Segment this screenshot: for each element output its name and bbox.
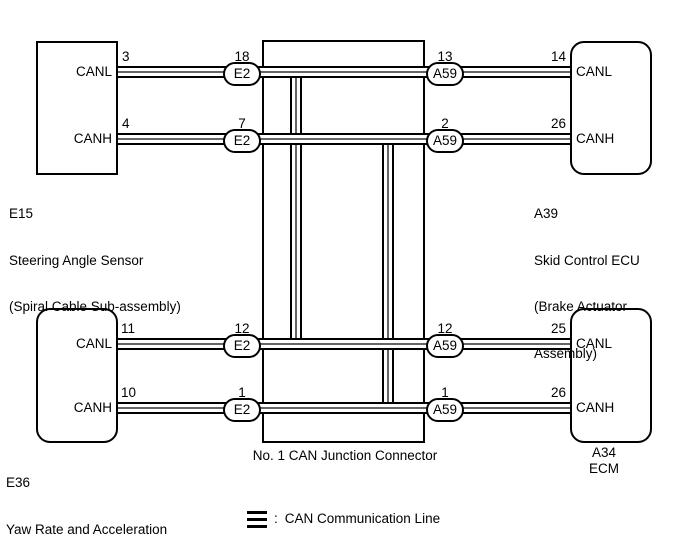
pin-e15-canh: 4 bbox=[122, 116, 130, 131]
legend-separator: : bbox=[274, 511, 278, 526]
connector-label: E2 bbox=[233, 402, 251, 418]
can-wire-canl-bottom bbox=[118, 338, 570, 350]
a39-caption: A39 Skid Control ECU (Brake Actuator Ass… bbox=[534, 175, 640, 392]
pin-e15-canl: 3 bbox=[122, 49, 130, 64]
connector-e2-canh-top: E2 bbox=[223, 129, 261, 153]
can-wire-canl-top bbox=[118, 66, 570, 78]
connector-label: A59 bbox=[432, 66, 458, 82]
a39-desc-line1: Skid Control ECU bbox=[534, 252, 640, 268]
connector-label: A59 bbox=[432, 133, 458, 149]
connector-label: E2 bbox=[233, 338, 251, 354]
connector-e2-canl-bottom: E2 bbox=[223, 334, 261, 358]
can-branch-canl bbox=[290, 72, 302, 344]
e15-canh-label: CANH bbox=[73, 131, 112, 146]
pin-a59-12: 12 bbox=[437, 321, 453, 336]
pin-a34-canh: 26 bbox=[550, 385, 566, 400]
e36-canh-label: CANH bbox=[73, 400, 112, 415]
pin-e2-12: 12 bbox=[234, 321, 250, 336]
pin-a39-canh: 26 bbox=[550, 116, 566, 131]
legend: : CAN Communication Line bbox=[247, 510, 440, 528]
a34-ecm-box bbox=[570, 308, 652, 443]
pin-e2-18: 18 bbox=[234, 49, 250, 64]
connector-label: A59 bbox=[432, 338, 458, 354]
pin-a34-canl: 25 bbox=[550, 321, 566, 336]
a39-skid-control-ecu-box bbox=[570, 41, 652, 175]
e15-canl-label: CANL bbox=[75, 64, 112, 79]
a34-canh-label: CANH bbox=[576, 400, 615, 415]
e36-code: E36 bbox=[6, 475, 31, 490]
pin-a59-2: 2 bbox=[441, 116, 449, 131]
a34-desc-line1: ECM bbox=[589, 460, 619, 476]
legend-label: CAN Communication Line bbox=[284, 511, 441, 526]
connector-e2-canl-top: E2 bbox=[223, 62, 261, 86]
connector-label: A59 bbox=[432, 402, 458, 418]
e15-steering-angle-sensor-box bbox=[36, 41, 118, 175]
connector-a59-canh-bottom: A59 bbox=[426, 398, 464, 422]
can-junction-connector-box bbox=[262, 40, 425, 443]
pin-e36-canl: 11 bbox=[121, 321, 136, 336]
a39-code: A39 bbox=[534, 206, 559, 221]
e15-caption: E15 Steering Angle Sensor (Spiral Cable … bbox=[9, 175, 181, 346]
pin-e36-canh: 10 bbox=[121, 385, 137, 400]
a39-canl-label: CANL bbox=[576, 64, 613, 79]
pin-e2-1: 1 bbox=[238, 385, 246, 400]
junction-connector-caption: No. 1 CAN Junction Connector bbox=[252, 448, 438, 463]
a34-canl-label: CANL bbox=[576, 336, 613, 351]
connector-a59-canh-top: A59 bbox=[426, 129, 464, 153]
a34-code: A34 bbox=[591, 445, 617, 460]
a39-desc-line3: Assembly) bbox=[534, 345, 598, 361]
e15-desc-line2: (Spiral Cable Sub-assembly) bbox=[9, 299, 181, 314]
connector-a59-canl-top: A59 bbox=[426, 62, 464, 86]
connector-a59-canl-bottom: A59 bbox=[426, 334, 464, 358]
pin-a39-canl: 14 bbox=[550, 49, 566, 64]
can-line-icon bbox=[247, 511, 267, 528]
a34-caption: A34 ECM bbox=[563, 445, 645, 476]
pin-a59-1: 1 bbox=[441, 385, 449, 400]
e36-yaw-rate-sensor-box bbox=[36, 308, 118, 443]
connector-e2-canh-bottom: E2 bbox=[223, 398, 261, 422]
e15-desc-line1: Steering Angle Sensor bbox=[9, 252, 144, 268]
a39-desc-line2: (Brake Actuator bbox=[534, 299, 628, 314]
e36-desc-line1: Yaw Rate and Acceleration bbox=[6, 521, 168, 537]
a39-canh-label: CANH bbox=[576, 131, 615, 146]
can-branch-canh bbox=[382, 139, 394, 408]
connector-label: E2 bbox=[233, 66, 251, 82]
connector-label: E2 bbox=[233, 133, 251, 149]
e15-code: E15 bbox=[9, 206, 34, 221]
pin-e2-7: 7 bbox=[238, 116, 246, 131]
pin-a59-13: 13 bbox=[437, 49, 453, 64]
e36-caption: E36 Yaw Rate and Acceleration Sensor (Ai… bbox=[6, 444, 209, 560]
can-wire-canh-bottom bbox=[118, 402, 570, 414]
e36-canl-label: CANL bbox=[75, 336, 112, 351]
can-wire-canh-top bbox=[118, 133, 570, 145]
